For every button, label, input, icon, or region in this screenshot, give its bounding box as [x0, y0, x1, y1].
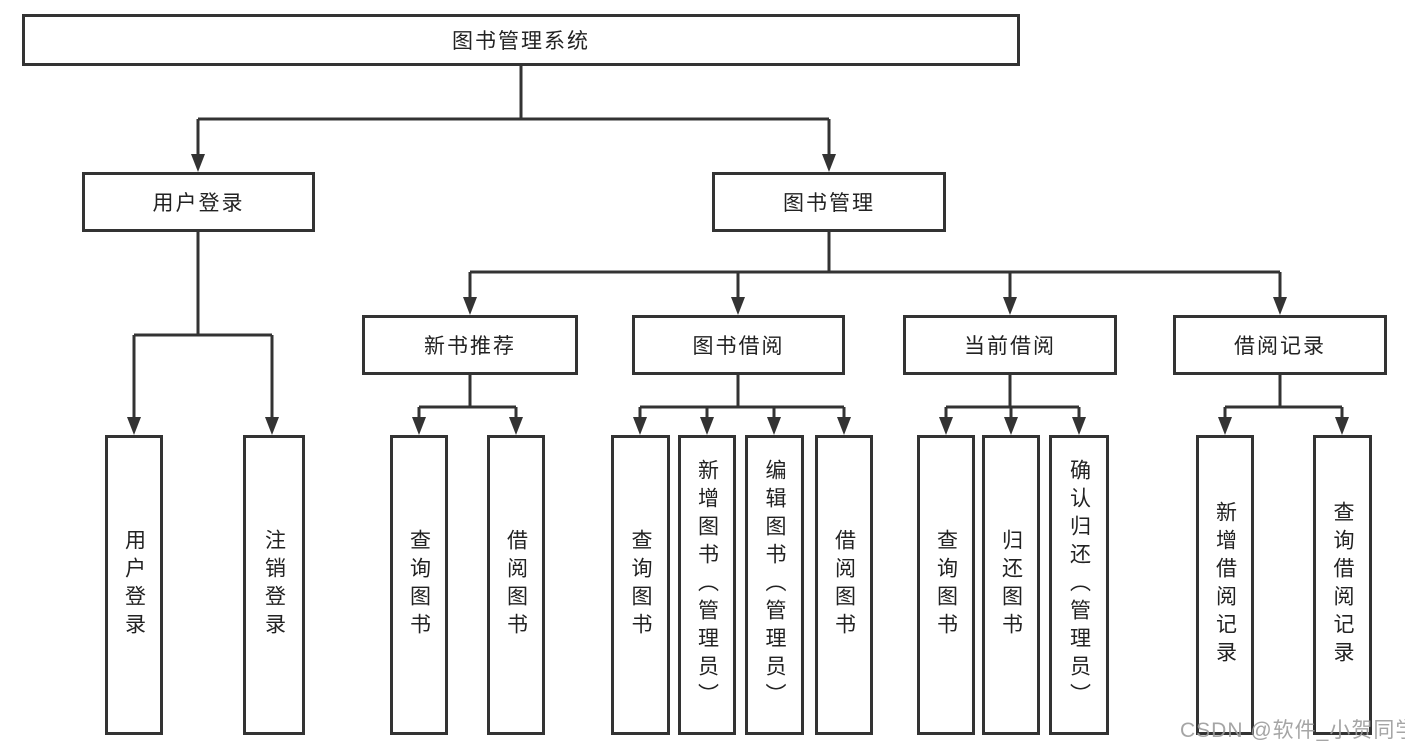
node-label: 归还图书	[999, 529, 1023, 641]
arrowhead-nb-query	[412, 417, 426, 435]
node-label: 查询图书	[407, 529, 431, 641]
arrowhead-records	[1273, 297, 1287, 315]
arrowhead-bookmgmt	[822, 154, 836, 172]
arrowhead-current	[1003, 297, 1017, 315]
node-label: 图书管理	[783, 192, 875, 215]
arrowhead-bb-edit	[767, 417, 781, 435]
leaf-newbooks-query-book: 查询图书	[390, 435, 448, 735]
node-label: 借阅图书	[504, 529, 528, 641]
arrowhead-cb-confirm	[1072, 417, 1086, 435]
arrowhead-bb-query	[633, 417, 647, 435]
arrowhead-userlogin	[191, 154, 205, 172]
node-label: 编辑图书（管理员）	[763, 459, 786, 711]
node-label: 用户登录	[152, 192, 245, 215]
node-label: 借阅图书	[832, 529, 856, 641]
arrowhead-logout	[265, 417, 279, 435]
node-book-borrowing: 图书借阅	[632, 315, 845, 375]
arrowhead-nb-borrow	[509, 417, 523, 435]
node-label: 注销登录	[262, 529, 286, 641]
node-current-borrowing: 当前借阅	[903, 315, 1117, 375]
connector-root-to-level2	[196, 66, 831, 168]
arrowhead-cb-return	[1004, 417, 1018, 435]
leaf-current-return-book: 归还图书	[982, 435, 1040, 735]
leaf-borrowing-borrow-book: 借阅图书	[815, 435, 873, 735]
arrowhead-cb-query	[939, 417, 953, 435]
node-label: 用户登录	[122, 529, 146, 641]
connector-borrowing-branch	[638, 375, 846, 431]
leaf-current-query-book: 查询图书	[917, 435, 975, 735]
node-label: 查询图书	[629, 529, 652, 641]
node-label: 查询图书	[934, 529, 958, 641]
arrowhead-login	[127, 417, 141, 435]
node-label: 图书管理系统	[452, 30, 590, 53]
leaf-newbooks-borrow-book: 借阅图书	[487, 435, 545, 735]
connector-records-branch	[1223, 375, 1344, 431]
arrowhead-borrowing	[731, 297, 745, 315]
connector-bookmgmt-branch	[468, 232, 1282, 311]
node-library-management-system: 图书管理系统	[22, 14, 1020, 66]
leaf-borrowing-edit-book-admin: 编辑图书（管理员）	[745, 435, 804, 735]
leaf-borrowing-add-book-admin: 新增图书（管理员）	[678, 435, 736, 735]
leaf-current-confirm-return-admin: 确认归还（管理员）	[1049, 435, 1109, 735]
csdn-watermark: CSDN @软件_小贺同学	[1180, 719, 1405, 742]
node-new-book-recommendation: 新书推荐	[362, 315, 578, 375]
node-label: 确认归还（管理员）	[1067, 459, 1091, 711]
leaf-logout: 注销登录	[243, 435, 305, 735]
node-label: 借阅记录	[1234, 335, 1326, 358]
connector-line-group	[132, 66, 1344, 431]
node-label: 新增借阅记录	[1213, 501, 1237, 669]
connector-userlogin-branch	[132, 232, 274, 431]
leaf-borrowing-query-book: 查询图书	[611, 435, 670, 735]
node-user-login: 用户登录	[82, 172, 315, 232]
node-borrowing-records: 借阅记录	[1173, 315, 1387, 375]
arrowhead-bb-add	[700, 417, 714, 435]
node-label: 新书推荐	[424, 335, 516, 358]
node-label: 当前借阅	[964, 335, 1056, 358]
arrowheads	[127, 154, 1349, 435]
leaf-records-query-borrow-record: 查询借阅记录	[1313, 435, 1372, 735]
arrowhead-bb-borrow	[837, 417, 851, 435]
node-label: 查询借阅记录	[1331, 501, 1354, 669]
leaf-records-add-borrow-record: 新增借阅记录	[1196, 435, 1254, 735]
arrowhead-newbooks	[463, 297, 477, 315]
arrowhead-br-query	[1335, 417, 1349, 435]
node-label: 图书借阅	[692, 335, 785, 358]
connector-newbooks-branch	[417, 375, 518, 431]
leaf-user-login: 用户登录	[105, 435, 163, 735]
node-book-management: 图书管理	[712, 172, 946, 232]
node-label: 新增图书（管理员）	[695, 459, 719, 711]
arrowhead-br-add	[1218, 417, 1232, 435]
